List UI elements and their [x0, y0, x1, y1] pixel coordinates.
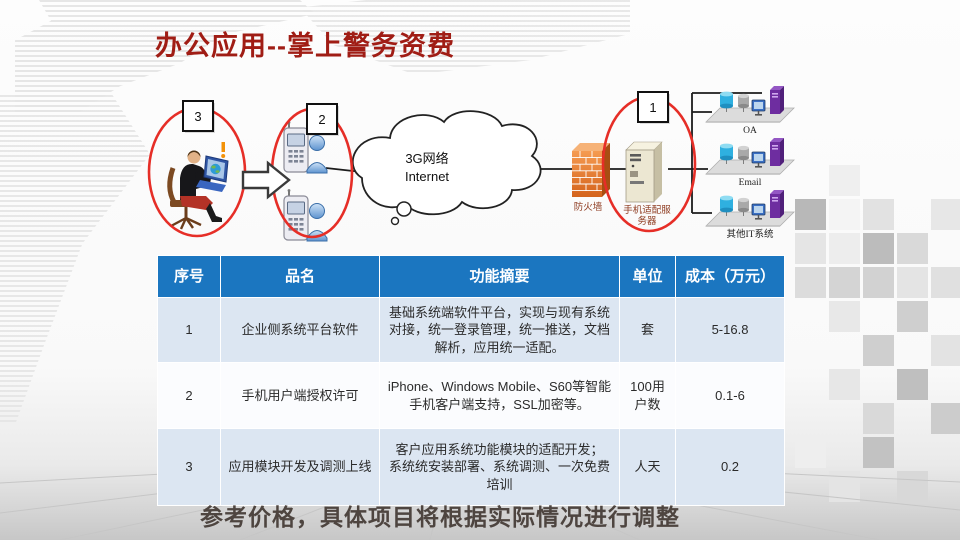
col-header-feature: 功能摘要	[379, 255, 620, 298]
phone-adapter-server-icon: 手机适配服 务器	[623, 141, 671, 227]
office-user-icon	[167, 142, 229, 230]
col-header-cost: 成本（万元）	[675, 255, 785, 298]
system-platform-email-icon	[705, 137, 795, 175]
col-header-index: 序号	[157, 255, 221, 298]
col-header-product: 品名	[220, 255, 380, 298]
cell-unit: 人天	[619, 428, 676, 506]
step-number: 2	[318, 112, 325, 127]
step-badge-3: 3	[182, 100, 215, 133]
cell-index: 1	[157, 297, 221, 363]
col-header-unit: 单位	[619, 255, 676, 298]
cell-product: 企业侧系统平台软件	[220, 297, 380, 363]
cell-product: 手机用户端授权许可	[220, 362, 380, 429]
system-email-label: Email	[739, 178, 762, 188]
cell-cost: 5-16.8	[675, 297, 785, 363]
cell-feature: iPhone、Windows Mobile、S60等智能手机客户端支持，SSL加…	[379, 362, 620, 429]
step-number: 3	[194, 109, 201, 124]
cell-unit: 100用户数	[619, 362, 676, 429]
table-header-row: 序号 品名 功能摘要 单位 成本（万元）	[157, 255, 785, 298]
system-platform-other-icon	[705, 189, 795, 227]
table-row: 1 企业侧系统平台软件 基础系统端软件平台，实现与现有系统对接，统一登录管理，统…	[157, 297, 785, 363]
table-row: 2 手机用户端授权许可 iPhone、Windows Mobile、S60等智能…	[157, 362, 785, 429]
system-oa-label: OA	[743, 126, 757, 136]
cell-index: 2	[157, 362, 221, 429]
mosaic-decoration	[795, 165, 960, 502]
system-other-label: 其他IT系统	[727, 228, 774, 240]
phone-user-icon	[283, 188, 328, 242]
internet-cloud: 3G网络 Internet	[351, 110, 542, 226]
right-arrow-icon	[241, 160, 291, 200]
cell-index: 3	[157, 428, 221, 506]
cell-unit: 套	[619, 297, 676, 363]
cell-product: 应用模块开发及调测上线	[220, 428, 380, 506]
page-title: 办公应用--掌上警务资费	[155, 31, 455, 61]
cloud-label: Internet	[405, 169, 449, 184]
system-platform-oa-icon	[705, 85, 795, 123]
server-label: 务器	[637, 215, 657, 227]
pricing-table: 序号 品名 功能摘要 单位 成本（万元） 1 企业侧系统平台软件 基础系统端软件…	[157, 255, 785, 506]
cloud-label: 3G网络	[405, 151, 448, 166]
cell-cost: 0.1-6	[675, 362, 785, 429]
cell-feature: 基础系统端软件平台，实现与现有系统对接，统一登录管理，统一推送，文档解析，应用统…	[379, 297, 620, 363]
cell-feature: 客户应用系统功能模块的适配开发； 系统统安装部署、系统调测、一次免费培训	[379, 428, 620, 506]
cell-cost: 0.2	[675, 428, 785, 506]
price-note: 参考价格，具体项目将根据实际情况进行调整	[200, 504, 680, 530]
table-row: 3 应用模块开发及调测上线 客户应用系统功能模块的适配开发； 系统统安装部署、系…	[157, 428, 785, 506]
server-label: 手机适配服	[623, 204, 671, 216]
firewall-label: 防火墙	[574, 201, 603, 213]
step-badge-1: 1	[637, 91, 670, 124]
step-badge-2: 2	[306, 103, 339, 136]
step-number: 1	[649, 100, 656, 115]
